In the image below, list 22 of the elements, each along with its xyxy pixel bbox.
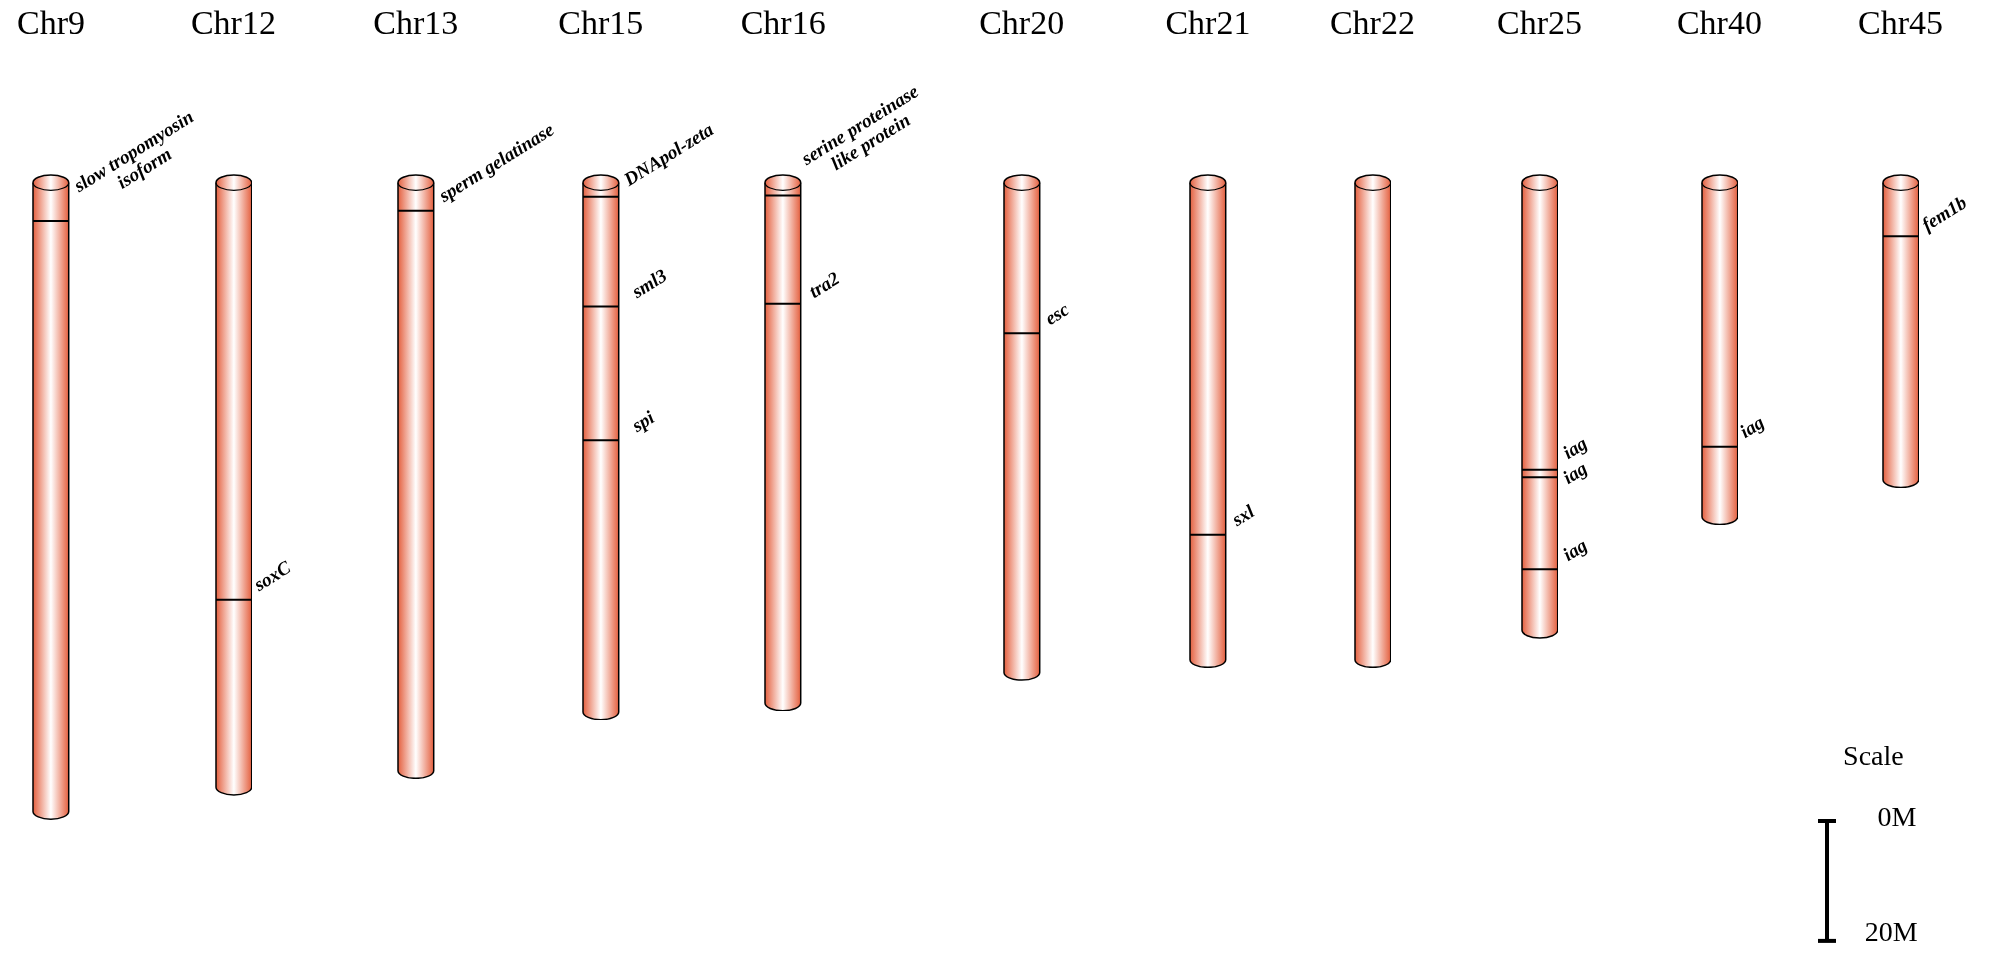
scale-label: Scale xyxy=(1843,739,1904,772)
gene-label: spi xyxy=(628,407,658,436)
gene-label: soxC xyxy=(250,557,295,596)
chromosome-label: Chr25 xyxy=(1497,4,1583,42)
chromosome-label: Chr21 xyxy=(1165,4,1251,42)
chromosome-label: Chr16 xyxy=(740,4,826,42)
gene-label: sml3 xyxy=(628,265,671,303)
gene-label: iag xyxy=(1736,412,1768,443)
chromosome-label: Chr13 xyxy=(373,4,459,42)
gene-label: esc xyxy=(1041,299,1073,329)
gene-label: sxl xyxy=(1227,501,1258,531)
scale-label: 0M xyxy=(1877,801,1917,833)
chromosome-label: Chr9 xyxy=(17,4,85,42)
chromosome-label: Chr45 xyxy=(1858,4,1943,42)
chromosome-label: Chr20 xyxy=(979,4,1065,42)
chromosome-label: Chr22 xyxy=(1329,4,1415,42)
chromosome-label: Chr15 xyxy=(558,4,644,42)
chromosome-label: Chr40 xyxy=(1676,4,1762,42)
chromosome-label: Chr12 xyxy=(190,4,276,42)
scale-label: 20M xyxy=(1864,915,1918,948)
gene-label: tra2 xyxy=(805,268,844,303)
gene-label: iag xyxy=(1559,535,1591,565)
